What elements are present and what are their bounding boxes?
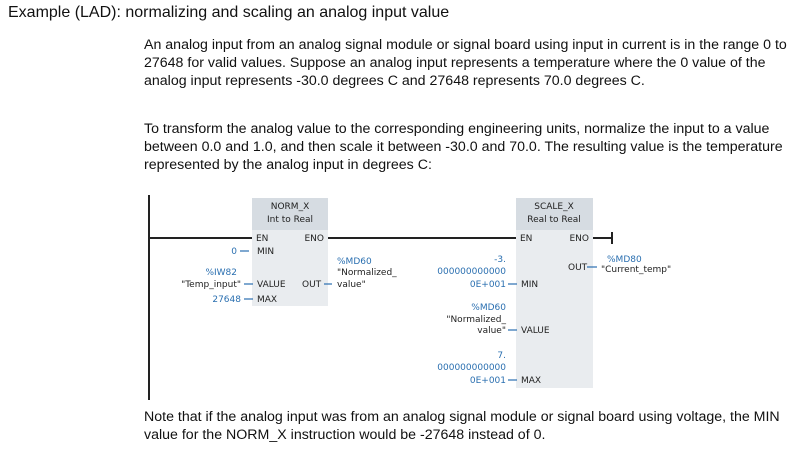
norm-out-tag: value" (337, 280, 366, 290)
scale-min-const: -3. (494, 255, 506, 265)
norm-x-name: NORM_X (271, 202, 310, 212)
norm-min-pin: MIN (257, 247, 274, 257)
norm-value-tag: "Temp_input" (181, 280, 241, 290)
scale-max-const: 000000000000 (437, 363, 506, 373)
scale-x-block: SCALE_X Real to Real EN ENO MIN VALUE MA… (516, 198, 593, 388)
norm-eno-pin: ENO (304, 234, 324, 244)
norm-max-pin: MAX (257, 295, 277, 305)
scale-value-tag: "Normalized_ (446, 315, 506, 325)
note-paragraph: Note that if the analog input was from a… (144, 409, 780, 443)
scale-min-pin: MIN (521, 280, 538, 290)
scale-value-address: %MD60 (471, 303, 506, 313)
intro-paragraph: An analog input from an analog signal mo… (144, 37, 787, 89)
scale-min-const: 000000000000 (437, 267, 506, 277)
norm-max-const: 27648 (212, 295, 241, 305)
norm-out-pin: OUT (302, 280, 322, 290)
page-title: Example (LAD): normalizing and scaling a… (8, 4, 450, 21)
norm-out-address: %MD60 (337, 257, 372, 267)
scale-x-type: Real to Real (527, 215, 581, 225)
scale-x-name: SCALE_X (534, 202, 574, 212)
norm-value-pin: VALUE (257, 280, 286, 290)
norm-out-tag: "Normalized_ (337, 268, 397, 278)
scale-out-tag: "Current_temp" (601, 265, 671, 275)
scale-max-const: 0E+001 (470, 376, 506, 386)
scale-min-const: 0E+001 (470, 280, 506, 290)
norm-min-const: 0 (231, 247, 237, 257)
scale-max-pin: MAX (521, 376, 541, 386)
transform-paragraph: To transform the analog value to the cor… (144, 121, 783, 173)
scale-out-pin: OUT (568, 263, 588, 273)
scale-value-pin: VALUE (521, 326, 550, 336)
norm-value-address: %IW82 (205, 268, 237, 278)
scale-eno-pin: ENO (569, 234, 589, 244)
norm-x-type: Int to Real (267, 215, 313, 225)
scale-en-pin: EN (520, 234, 532, 244)
norm-en-pin: EN (256, 234, 268, 244)
scale-value-tag: value" (477, 326, 506, 336)
scale-out-address: %MD80 (607, 255, 642, 265)
scale-max-const: 7. (497, 351, 506, 361)
norm-x-block: NORM_X Int to Real EN ENO MIN VALUE MAX … (252, 198, 328, 306)
